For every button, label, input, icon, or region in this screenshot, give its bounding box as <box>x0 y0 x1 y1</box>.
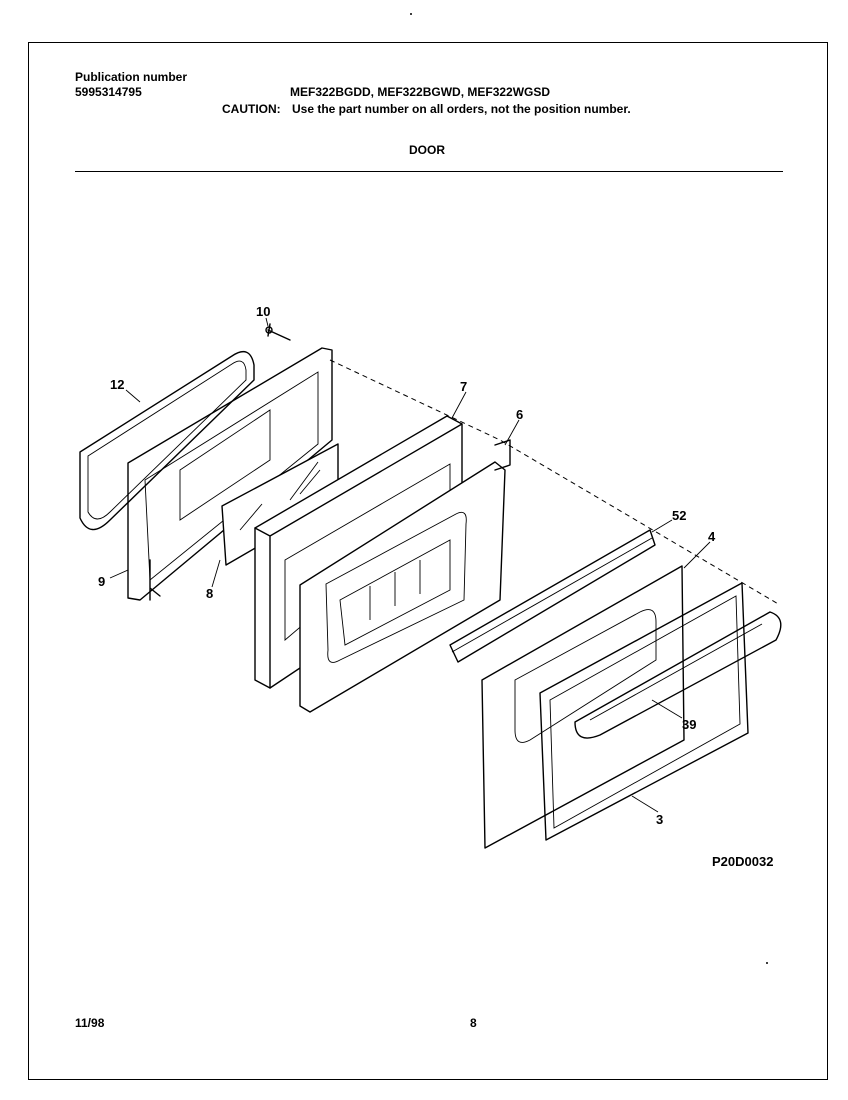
callout-8: 8 <box>206 586 213 601</box>
callout-52: 52 <box>672 508 686 523</box>
part-3-outer-frame <box>539 582 749 841</box>
callout-7: 7 <box>460 379 467 394</box>
callout-10: 10 <box>256 304 270 319</box>
drawing-id: P20D0032 <box>712 854 774 869</box>
callout-4: 4 <box>708 529 716 544</box>
publication-label: Publication number <box>75 70 188 84</box>
part-10-screw <box>265 323 291 341</box>
model-numbers: MEF322BGDD, MEF322BGWD, MEF322WGSD <box>290 85 551 99</box>
part-52-trim-channel <box>449 529 656 663</box>
section-title: DOOR <box>409 143 445 157</box>
publication-number: 5995314795 <box>75 85 142 99</box>
footer-date: 11/98 <box>75 1016 105 1030</box>
part-6-inner-panel <box>299 439 511 713</box>
scan-speck <box>766 962 768 964</box>
part-9-door-liner <box>127 347 333 601</box>
caution-label: CAUTION: <box>222 102 281 116</box>
part-4-outer-glass <box>481 565 685 849</box>
page-number: 8 <box>470 1016 477 1030</box>
callout-12: 12 <box>110 377 124 392</box>
callout-39: 39 <box>682 717 696 732</box>
callout-3: 3 <box>656 812 663 827</box>
header-divider <box>75 171 783 172</box>
caution-text: Use the part number on all orders, not t… <box>292 102 631 116</box>
part-39-handle <box>574 611 782 739</box>
callout-6: 6 <box>516 407 523 422</box>
part-12-door-gasket <box>79 350 255 531</box>
scan-speck <box>410 13 412 15</box>
callout-9: 9 <box>98 574 105 589</box>
page-frame <box>28 42 828 1080</box>
